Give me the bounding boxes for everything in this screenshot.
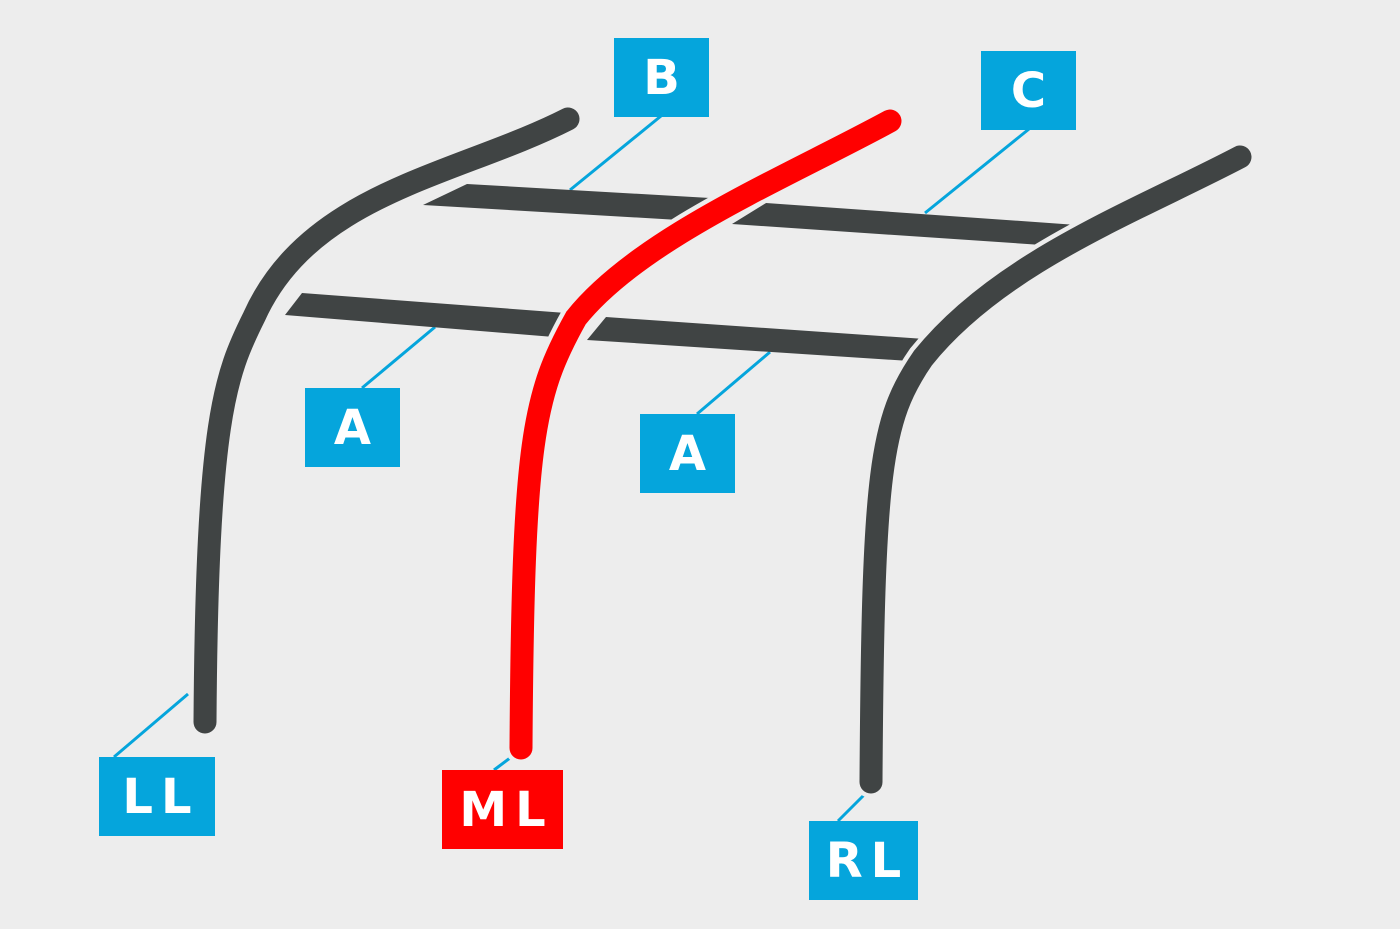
cross-bar-a-right: [587, 317, 925, 361]
leader-rl: [836, 793, 866, 823]
label-ll: LL: [99, 757, 215, 836]
right-pole: [859, 145, 1252, 794]
label-c: C: [981, 51, 1076, 130]
label-rl: RL: [809, 821, 918, 900]
label-a-left-text: A: [333, 399, 380, 456]
label-ml: ML: [442, 770, 563, 849]
leader-lines: [113, 114, 1030, 823]
label-b: B: [614, 38, 709, 117]
label-a-left: A: [305, 388, 400, 467]
label-rl-text: RL: [825, 832, 910, 889]
leader-a-left: [361, 325, 436, 390]
cross-bar-a-left: [285, 293, 566, 337]
cross-bar-b: [423, 184, 710, 220]
label-ml-text: ML: [459, 781, 554, 838]
middle-pole: [509, 109, 902, 760]
left-pole: [193, 107, 580, 734]
cross-bar-c: [732, 203, 1077, 245]
label-a-right-text: A: [668, 425, 715, 482]
leader-b: [569, 114, 662, 192]
leader-ml: [493, 756, 511, 772]
leader-c: [924, 127, 1030, 215]
label-a-right: A: [640, 414, 735, 493]
leader-ll: [113, 692, 189, 759]
label-ll-text: LL: [122, 768, 200, 825]
label-c-text: C: [1010, 62, 1055, 119]
leader-a-right: [696, 350, 771, 416]
label-b-text: B: [643, 49, 688, 106]
